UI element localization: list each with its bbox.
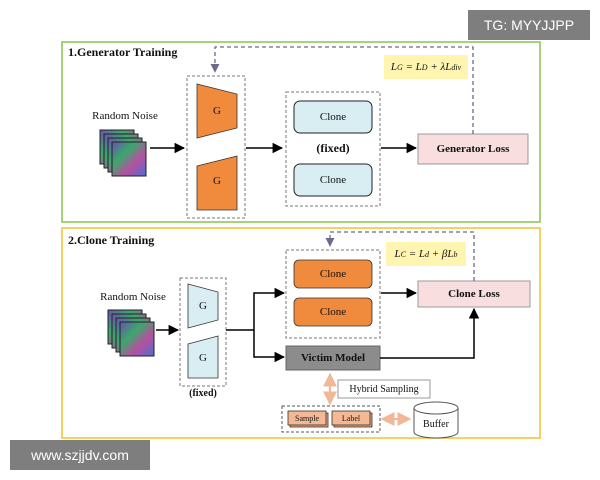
watermark-bottom: www.szjjdv.com: [10, 440, 150, 470]
clone-box-top-1: [293, 100, 373, 134]
generator-label-top-1: G: [213, 105, 221, 117]
generator-loss-label: Generator Loss: [436, 143, 510, 155]
formula-c-plus: + β: [429, 248, 448, 260]
generator-block-bottom-2: [187, 335, 219, 379]
formula-g-t2: L: [445, 61, 452, 73]
victim-model-label: Victim Model: [300, 352, 366, 364]
formula-g-t1: L: [415, 61, 422, 73]
formula-c-lhs-sub: C: [400, 249, 406, 259]
clone-label-bottom-2: Clone: [319, 306, 347, 318]
generator-block-top-2: [187, 283, 219, 329]
formula-c-t1: L: [418, 248, 425, 260]
noise-label-1: Random Noise: [92, 110, 158, 122]
fixed-label-2: (fixed): [189, 388, 217, 399]
generator-block-bottom-1: [196, 155, 238, 211]
generator-label-top-2: G: [199, 300, 207, 312]
formula-g-t1-sub: D: [421, 62, 428, 72]
label-label: Label: [341, 413, 361, 423]
clone-loss-label: Clone Loss: [448, 288, 500, 300]
noise-label-2: Random Noise: [100, 291, 166, 303]
formula-g-t2-sub: div: [451, 62, 462, 72]
clone-box-top-2: [293, 259, 373, 289]
buffer-label: Buffer: [423, 418, 449, 430]
sample-label-group: [281, 405, 381, 433]
arrow-victim-to-loss: [380, 307, 480, 359]
generator-label-bottom-2: G: [199, 352, 207, 364]
formula-g-lhs: L: [390, 61, 397, 73]
formula-g-lhs-sub: G: [396, 62, 403, 72]
formula-g-op: =: [402, 61, 416, 73]
watermark-top: TG: MYYJJPP: [468, 10, 590, 40]
formula-c-t2-sub: b: [453, 249, 458, 259]
generator-feedback-arrow: [210, 46, 474, 134]
formula-c-op: =: [405, 248, 419, 260]
clone-label-bottom-1: Clone: [319, 174, 347, 186]
clone-group-1: [285, 91, 381, 207]
arrow-to-victim: [253, 330, 286, 363]
formula-g-plus: + λ: [427, 61, 446, 73]
noise-stack-2: [107, 309, 155, 357]
clone-box-bottom-2: [293, 297, 373, 327]
fixed-label-1: (fixed): [316, 140, 350, 155]
buffer-cylinder: [413, 401, 459, 439]
formula-c-t1-sub: d: [425, 249, 429, 259]
formula-c-lhs: L: [394, 248, 401, 260]
clone-box-bottom-1: [293, 163, 373, 197]
generator-formula-box: [384, 55, 468, 79]
clone-group-2: [285, 249, 381, 339]
label-chip: [331, 410, 371, 426]
arrow-to-clone-group-2: [253, 287, 286, 330]
clone-label-top-2: Clone: [319, 268, 347, 280]
generator-block-top-1: [196, 83, 238, 139]
noise-stack-1: [99, 129, 147, 177]
sample-chip: [287, 410, 327, 426]
generator-label-bottom-1: G: [213, 175, 221, 187]
sample-label: Sample: [295, 413, 319, 423]
hybrid-sampling-label: Hybrid Sampling: [349, 383, 419, 395]
clone-feedback-arrow: [325, 231, 475, 281]
generator-group-2: [179, 277, 227, 387]
hybrid-sampling-box: [337, 379, 431, 399]
clone-formula-box: [386, 242, 466, 266]
generator-panel-title: 1.Generator Training: [68, 45, 178, 59]
formula-c-t2: L: [447, 248, 454, 260]
clone-label-top-1: Clone: [319, 111, 347, 123]
clone-panel-title: 2.Clone Training: [68, 233, 155, 247]
victim-model-box: [285, 345, 381, 371]
